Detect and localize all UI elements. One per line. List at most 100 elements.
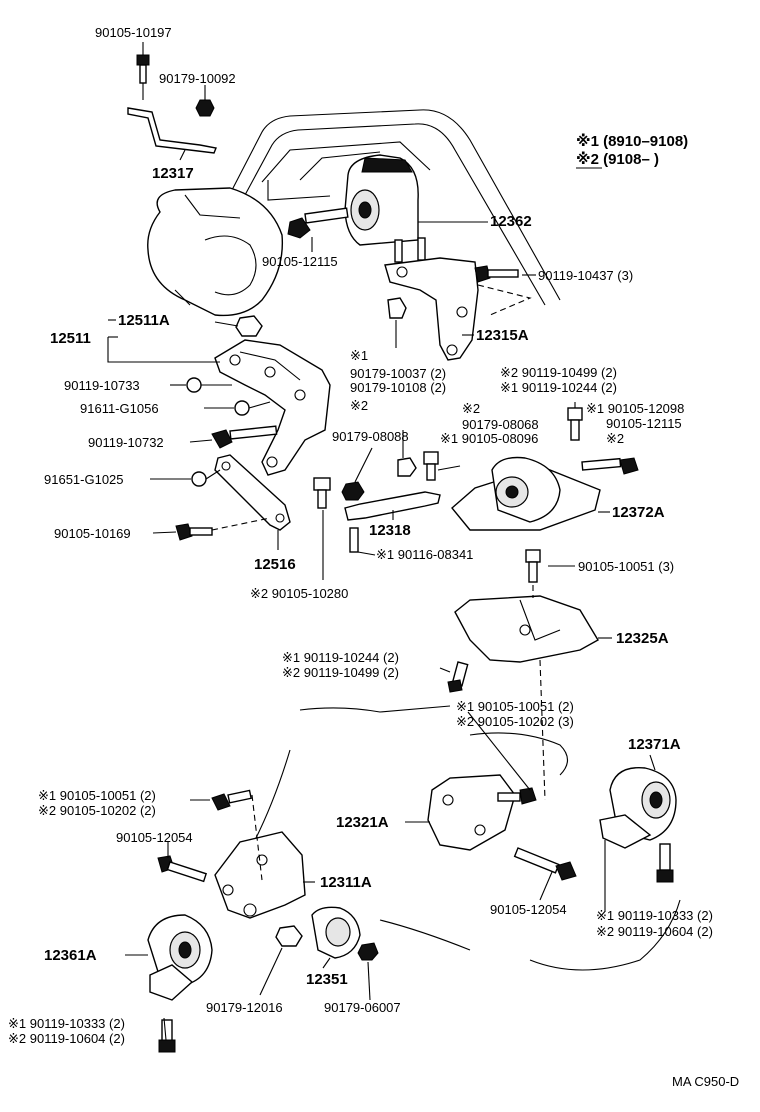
part-labels: 90105-10197 90179-10092 12317 12362 9010…: [8, 25, 739, 1089]
bolt-90105-12115-right: [581, 457, 639, 475]
label-12362: 12362: [490, 213, 532, 230]
member-12325A: [454, 595, 599, 663]
label-90179-08088: 90179-08088: [332, 429, 409, 444]
nut-90179-10037: [387, 297, 407, 319]
label-12372A: 12372A: [612, 504, 665, 521]
label-12317: 12317: [152, 165, 194, 182]
label-90105-10280: ※2 90105-10280: [250, 586, 348, 601]
stay-12318: [344, 491, 441, 521]
mount-12362: [344, 154, 426, 263]
bracket-12311A: [214, 831, 306, 919]
alternator: [147, 187, 284, 317]
nut-90179-06007: [357, 942, 379, 961]
leader-lines: [107, 42, 656, 1041]
bolt-90119-10732: [211, 425, 278, 449]
label-90119-10437: 90119-10437 (3): [538, 268, 633, 283]
bolt-90105-12054-right: [513, 847, 577, 881]
label-90179-10037: 90179-10037 (2): [350, 366, 446, 381]
legend-note-2: ※2 (9108– ): [576, 150, 659, 168]
label-90105-12054-right: 90105-12054: [490, 902, 567, 917]
bolt-90105-10051-left: [211, 789, 253, 811]
bolt-90105-10280: [313, 477, 331, 509]
label-12361A: 12361A: [44, 947, 97, 964]
label-91651-G1025: 91651-G1025: [44, 472, 124, 487]
label-90179-06007: 90179-06007: [324, 1000, 401, 1015]
label-91611-G1056: 91611-G1056: [80, 401, 159, 416]
label-90105-10051-left: ※1 90105-10051 (2): [38, 788, 156, 803]
note-2-c: ※2: [606, 431, 624, 446]
label-12516: 12516: [254, 556, 296, 573]
diagram-code: MA C950-D: [672, 1074, 739, 1089]
label-90119-10499-a: ※2 90119-10499 (2): [500, 365, 617, 380]
engine-outline: [231, 109, 561, 306]
bolt-90119-10333-left: [158, 1019, 176, 1053]
label-90119-10244-b: ※1 90119-10244 (2): [282, 650, 399, 665]
legend-note-1: ※1 (8910–9108): [576, 132, 688, 150]
stay-12516: [214, 454, 291, 531]
label-90119-10333-left: ※1 90119-10333 (2): [8, 1016, 125, 1031]
bolt-90105-10197: [136, 54, 150, 84]
label-90119-10732: 90119-10732: [88, 435, 164, 450]
label-12311A: 12311A: [320, 874, 372, 891]
label-90105-10202-b: ※2 90105-10202 (2): [38, 803, 156, 818]
label-90119-10733: 90119-10733: [64, 378, 140, 393]
bolt-90119-10244: [447, 661, 469, 693]
label-90179-10108: 90179-10108 (2): [350, 380, 446, 395]
label-90105-12115-right: 90105-12115: [606, 416, 682, 431]
nut-90179-12016: [275, 925, 303, 947]
bolt-90119-10333-right: [656, 843, 674, 883]
mount-12371A: [599, 766, 677, 849]
bracket-12321A: [427, 774, 516, 851]
label-90105-10197: 90105-10197: [95, 25, 172, 40]
bolt-mark-b1: [186, 377, 202, 393]
label-90105-08096: ※1 90105-08096: [440, 431, 538, 446]
note-2-b: ※2: [462, 401, 480, 416]
bolt-90119-10499: [567, 407, 583, 441]
label-90179-12016: 90179-12016: [206, 1000, 283, 1015]
label-12321A: 12321A: [336, 814, 389, 831]
label-90105-10051-top: 90105-10051 (3): [578, 559, 674, 574]
label-12511A: 12511A: [118, 312, 170, 329]
nut-90179-08068: [397, 457, 417, 477]
nut-90179-10092: [195, 99, 215, 117]
bolt-mark-b3: [191, 471, 207, 487]
label-90179-08068: 90179-08068: [462, 417, 539, 432]
bracket-12511: [214, 339, 331, 476]
stud-90116-08341: [349, 527, 359, 553]
damper-12351: [311, 906, 361, 959]
label-12325A: 12325A: [616, 630, 669, 647]
transmission-outline: [254, 705, 681, 971]
label-90119-10604-left: ※2 90119-10604 (2): [8, 1031, 125, 1046]
label-12318: 12318: [369, 522, 411, 539]
label-12351: 12351: [306, 971, 348, 988]
label-90119-10604-right: ※2 90119-10604 (2): [596, 924, 713, 939]
label-90105-10051-mid: ※1 90105-10051 (2): [456, 699, 574, 714]
nut-90179-08088: [341, 481, 365, 501]
label-90116-08341: ※1 90116-08341: [376, 547, 473, 562]
label-12371A: 12371A: [628, 736, 681, 753]
bolt-90119-10437: [474, 265, 519, 283]
mount-12361A: [147, 914, 213, 1001]
note-2-a: ※2: [350, 398, 368, 413]
bolt-90105-12115-top: [287, 207, 349, 239]
label-90119-10333-right: ※1 90119-10333 (2): [596, 908, 713, 923]
bolt-90105-10202: [497, 787, 537, 805]
bolt-90105-10051-top: [525, 549, 541, 583]
label-90105-10202-a: ※2 90105-10202 (3): [456, 714, 574, 729]
label-12315A: 12315A: [476, 327, 529, 344]
label-90105-12115-top: 90105-12115: [262, 254, 338, 269]
mount-12372A: [451, 456, 601, 531]
bracket-12315A: [384, 257, 479, 361]
label-90119-10499-b: ※2 90119-10499 (2): [282, 665, 399, 680]
bolt-90105-10169: [175, 523, 213, 541]
bolt-mark-b2: [234, 400, 250, 416]
label-90119-10244-a: ※1 90119-10244 (2): [500, 380, 617, 395]
label-90179-10092: 90179-10092: [159, 71, 236, 86]
label-90105-12054-left: 90105-12054: [116, 830, 193, 845]
bolt-90105-08096: [423, 451, 439, 481]
label-90105-10169: 90105-10169: [54, 526, 131, 541]
label-12511: 12511: [50, 330, 91, 347]
label-90105-12098: ※1 90105-12098: [586, 401, 684, 416]
nut-12511A: [235, 315, 263, 337]
